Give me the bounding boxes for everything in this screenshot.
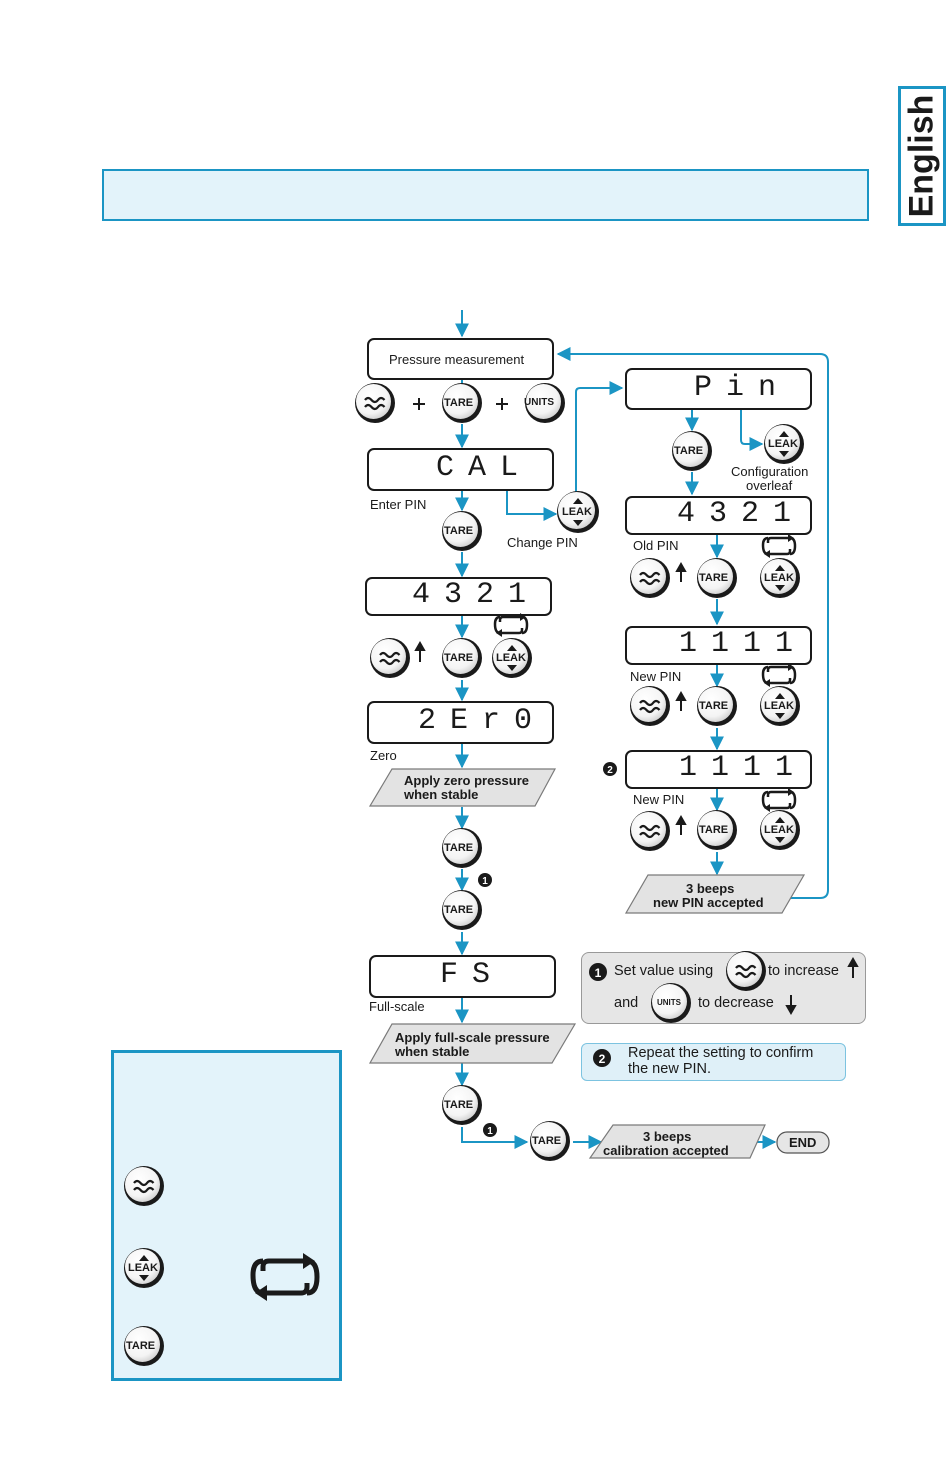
tare-button-icon <box>530 1121 570 1161</box>
language-tab[interactable]: English <box>898 86 946 226</box>
leak-button-icon <box>764 424 804 464</box>
display-1111-text: 1111 <box>679 627 808 661</box>
note1-line1-b: to increase <box>768 963 839 979</box>
new-pin-label: New PIN <box>633 792 685 807</box>
step-1-marker <box>483 1123 497 1137</box>
note1-line2-a: and <box>614 995 639 1011</box>
display-4321-left <box>365 577 552 616</box>
tare-button-icon <box>442 1085 482 1125</box>
display-1111-a <box>625 626 812 665</box>
note1-line2-b: to decrease <box>698 995 774 1011</box>
display-fs-text: FS <box>440 958 505 992</box>
end-pill <box>776 1131 830 1154</box>
arrow-up-icon <box>675 561 687 582</box>
configuration-label: Configuration <box>731 464 809 479</box>
tare-button-icon <box>442 890 482 930</box>
tare-button-icon <box>672 431 712 471</box>
loop-icon <box>761 786 797 814</box>
units-label: UNITS <box>657 998 681 1007</box>
apply-zero-line1: Apply zero pressure <box>404 773 529 788</box>
note1-line1-a: Set value using <box>614 963 714 979</box>
svg-text:1: 1 <box>487 1126 493 1137</box>
flow-connectors <box>455 310 829 1149</box>
note2-line1: Repeat the setting to confirm <box>628 1045 814 1061</box>
change-pin-label: Change PIN <box>507 535 578 550</box>
svg-text:2: 2 <box>607 765 613 776</box>
units-button-icon <box>525 383 565 423</box>
wave-button-icon <box>355 383 395 423</box>
display-1111-text: 1111 <box>679 751 808 785</box>
note-set-value <box>581 952 866 1024</box>
note-repeat <box>581 1043 846 1081</box>
overleaf-label: overleaf <box>746 478 793 493</box>
wave-button-icon <box>630 686 670 726</box>
note2-line2: the new PIN. <box>628 1061 712 1077</box>
display-pin-text: Pin <box>694 371 791 405</box>
leak-button-icon <box>760 686 800 726</box>
display-cal-text: CAL <box>436 451 533 485</box>
enter-pin-label: Enter PIN <box>370 497 427 512</box>
tare-button-icon <box>697 558 737 598</box>
arrow-up-icon <box>675 690 687 711</box>
plus-icon <box>496 398 508 410</box>
display-zero-text: 2Er0 <box>418 704 547 738</box>
pressure-measurement-label: Pressure measurement <box>389 352 525 367</box>
display-4321-text: 4321 <box>412 578 541 612</box>
step-2-marker <box>603 762 617 776</box>
wave-button-icon <box>630 811 670 851</box>
display-fs <box>369 955 556 998</box>
beeps-pin-line2: new PIN accepted <box>653 895 764 910</box>
loop-icon <box>761 661 797 689</box>
display-1111-b <box>625 750 812 789</box>
tare-button-icon <box>124 1326 164 1366</box>
wave-button-icon <box>124 1166 164 1206</box>
leak-button-icon <box>557 491 599 533</box>
display-cal <box>367 448 554 491</box>
beeps-cal-line2: calibration accepted <box>603 1143 729 1158</box>
svg-text:1: 1 <box>482 876 488 887</box>
loop-icon <box>253 1253 317 1301</box>
apply-zero-line2: when stable <box>404 787 479 802</box>
plus-icon <box>413 398 425 410</box>
end-label: END <box>789 1135 817 1150</box>
leak-button-icon <box>492 638 532 678</box>
arrow-up-icon <box>675 814 687 835</box>
step-1-marker <box>478 873 492 887</box>
tare-button-icon <box>697 810 737 850</box>
arrow-up-icon <box>414 640 426 662</box>
display-boxes <box>365 338 812 998</box>
wave-button-icon <box>630 558 670 598</box>
tare-button-icon <box>442 828 482 868</box>
full-scale-label: Full-scale <box>369 999 425 1014</box>
leak-button-icon <box>760 558 800 598</box>
display-zero <box>367 701 554 744</box>
leak-button-icon <box>760 810 800 850</box>
action-parallelograms <box>368 768 806 1159</box>
leak-button-icon <box>124 1248 164 1288</box>
beeps-cal-line1: 3 beeps <box>643 1129 692 1144</box>
loop-icon <box>493 611 529 639</box>
wave-button-icon <box>370 638 410 678</box>
tare-button-icon <box>697 686 737 726</box>
tare-button-icon <box>442 638 482 678</box>
apply-fs-line1: Apply full-scale pressure <box>395 1030 550 1045</box>
display-4321-right <box>625 496 812 535</box>
loop-icon <box>761 532 797 560</box>
pressure-measurement-box <box>367 338 554 380</box>
display-4321-text: 4321 <box>677 497 806 531</box>
apply-fs-line2: when stable <box>395 1044 470 1059</box>
tare-button-icon <box>442 511 482 551</box>
old-pin-label: Old PIN <box>633 538 679 553</box>
display-pin <box>625 368 812 410</box>
new-pin-label: New PIN <box>630 669 682 684</box>
beeps-pin-line1: 3 beeps <box>686 881 735 896</box>
legend-panel <box>111 1050 342 1381</box>
header-band <box>102 169 869 221</box>
tare-button-icon <box>442 383 482 423</box>
zero-label: Zero <box>370 748 397 763</box>
